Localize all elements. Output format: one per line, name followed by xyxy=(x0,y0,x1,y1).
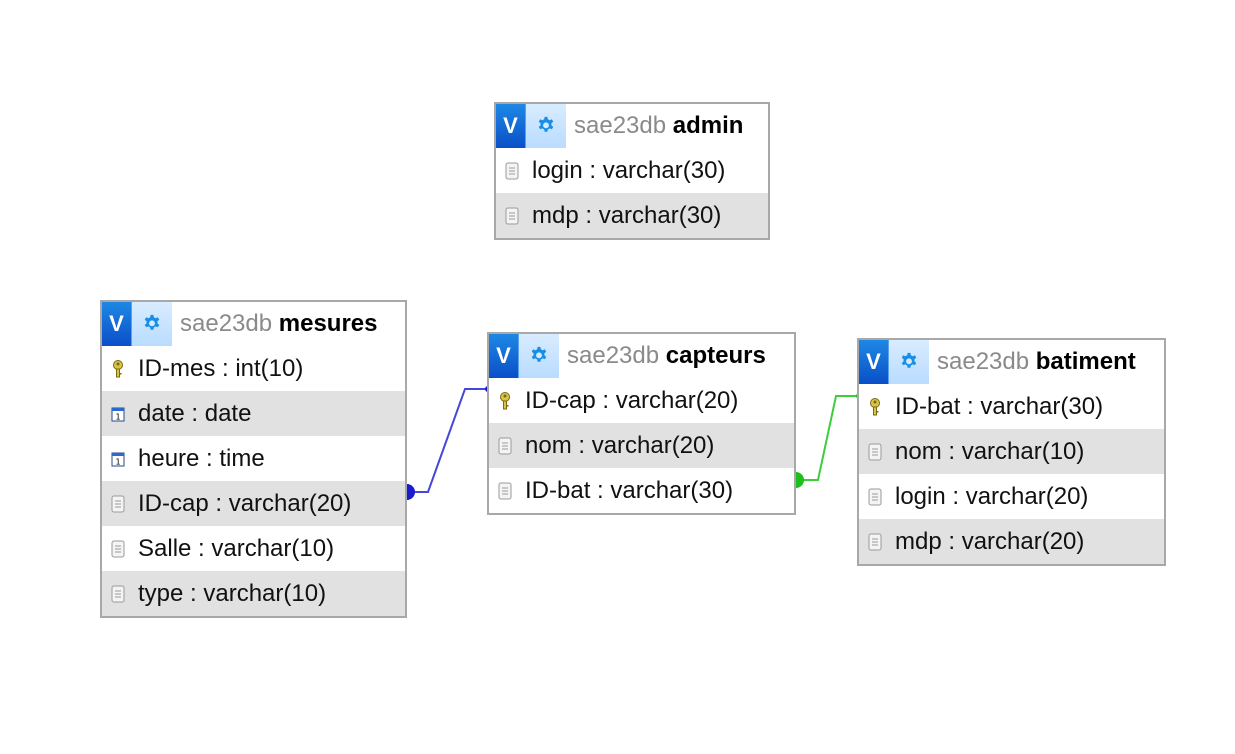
gear-icon[interactable] xyxy=(519,334,559,378)
table-title: sae23db admin xyxy=(574,112,744,139)
column-icon xyxy=(867,487,883,507)
toggle-button[interactable]: V xyxy=(496,104,526,148)
column-label: mdp : varchar(30) xyxy=(532,201,722,229)
column-label: nom : varchar(10) xyxy=(895,437,1085,465)
date-icon: 1 xyxy=(110,404,126,424)
column-row[interactable]: 1 heure : time xyxy=(102,436,405,481)
column-row[interactable]: mdp : varchar(30) xyxy=(496,193,768,238)
table-capteurs[interactable]: V sae23db capteurs ID-cap : varchar(20) … xyxy=(487,332,796,515)
column-icon xyxy=(110,539,126,559)
table-header: V sae23db mesures xyxy=(102,302,405,346)
column-row[interactable]: mdp : varchar(20) xyxy=(859,519,1164,564)
column-label: date : date xyxy=(138,399,252,427)
toggle-button[interactable]: V xyxy=(859,340,889,384)
table-header: V sae23db batiment xyxy=(859,340,1164,384)
column-row[interactable]: nom : varchar(10) xyxy=(859,429,1164,474)
gear-icon[interactable] xyxy=(526,104,566,148)
table-title: sae23db batiment xyxy=(937,348,1136,375)
column-row[interactable]: ID-mes : int(10) xyxy=(102,346,405,391)
table-title: sae23db mesures xyxy=(180,310,378,337)
table-header: V sae23db capteurs xyxy=(489,334,794,378)
column-icon xyxy=(110,494,126,514)
column-icon xyxy=(504,161,520,181)
column-row[interactable]: ID-bat : varchar(30) xyxy=(859,384,1164,429)
relation-capteurs-batiment[interactable] xyxy=(796,393,862,488)
gear-icon[interactable] xyxy=(132,302,172,346)
column-icon xyxy=(867,532,883,552)
column-row[interactable]: ID-cap : varchar(20) xyxy=(489,378,794,423)
column-icon xyxy=(497,436,513,456)
table-header: V sae23db admin xyxy=(496,104,768,148)
column-label: Salle : varchar(10) xyxy=(138,534,335,562)
table-admin[interactable]: V sae23db admin login : varchar(30) mdp … xyxy=(494,102,770,240)
column-row[interactable]: login : varchar(30) xyxy=(496,148,768,193)
column-label: nom : varchar(20) xyxy=(525,431,715,459)
table-batiment[interactable]: V sae23db batiment ID-bat : varchar(30) … xyxy=(857,338,1166,566)
primary-key-icon xyxy=(110,359,126,379)
table-title: sae23db capteurs xyxy=(567,342,766,369)
column-row[interactable]: 1 date : date xyxy=(102,391,405,436)
svg-text:1: 1 xyxy=(115,412,120,421)
table-mesures[interactable]: V sae23db mesures ID-mes : int(10) 1 date… xyxy=(100,300,407,618)
date-icon: 1 xyxy=(110,449,126,469)
column-label: login : varchar(20) xyxy=(895,482,1089,510)
column-icon xyxy=(110,584,126,604)
column-label: ID-bat : varchar(30) xyxy=(895,392,1104,420)
column-row[interactable]: ID-bat : varchar(30) xyxy=(489,468,794,513)
column-row[interactable]: nom : varchar(20) xyxy=(489,423,794,468)
column-icon xyxy=(497,481,513,501)
column-label: login : varchar(30) xyxy=(532,156,726,184)
toggle-button[interactable]: V xyxy=(102,302,132,346)
gear-icon[interactable] xyxy=(889,340,929,384)
primary-key-icon xyxy=(497,391,513,411)
relation-mesures-capteurs[interactable] xyxy=(407,386,491,500)
column-label: ID-bat : varchar(30) xyxy=(525,476,734,504)
column-label: heure : time xyxy=(138,444,265,472)
column-label: ID-cap : varchar(20) xyxy=(525,386,739,414)
column-label: mdp : varchar(20) xyxy=(895,527,1085,555)
column-row[interactable]: ID-cap : varchar(20) xyxy=(102,481,405,526)
svg-text:1: 1 xyxy=(115,457,120,466)
column-label: ID-mes : int(10) xyxy=(138,354,304,382)
column-row[interactable]: type : varchar(10) xyxy=(102,571,405,616)
primary-key-icon xyxy=(867,397,883,417)
column-icon xyxy=(867,442,883,462)
toggle-button[interactable]: V xyxy=(489,334,519,378)
column-label: type : varchar(10) xyxy=(138,579,327,607)
column-label: ID-cap : varchar(20) xyxy=(138,489,352,517)
column-row[interactable]: Salle : varchar(10) xyxy=(102,526,405,571)
column-icon xyxy=(504,206,520,226)
column-row[interactable]: login : varchar(20) xyxy=(859,474,1164,519)
